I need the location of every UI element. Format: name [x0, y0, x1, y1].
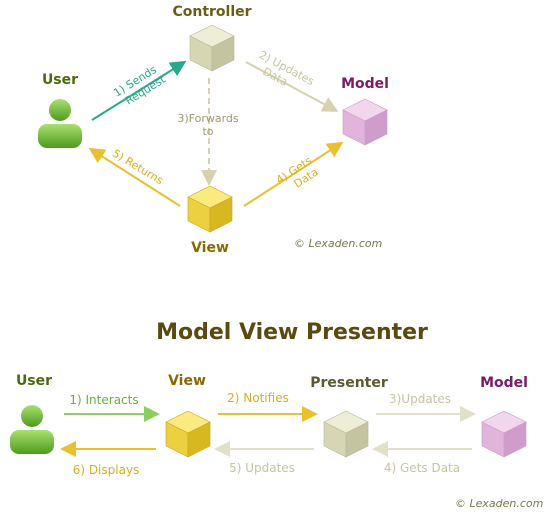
label-forwards-to-1: 3)Forwards [177, 112, 239, 125]
mvp-user-label: User [16, 373, 52, 389]
label-forwards-to-2: to [202, 125, 213, 138]
mvp-model-cube-icon [481, 410, 527, 458]
mvc-model-label: Model [341, 76, 389, 92]
mvp-view-label: View [168, 373, 206, 389]
mvc-view-cube-icon [187, 185, 233, 233]
mvc-model-cube-icon [342, 98, 388, 146]
label-displays: 6) Displays [73, 463, 140, 477]
controller-cube-icon [189, 24, 235, 72]
mvp-title: Model View Presenter [156, 320, 428, 345]
label-updates-model: 3)Updates [389, 392, 451, 406]
arrow-gets-data [243, 141, 344, 207]
mvc-copyright: © Lexaden.com [294, 237, 382, 250]
label-updates-view: 5) Updates [229, 461, 295, 475]
mvp-view-cube-icon [165, 410, 211, 458]
label-gets-data-mvp: 4) Gets Data [384, 461, 460, 475]
mvc-view-label: View [191, 240, 229, 256]
label-interacts: 1) Interacts [69, 393, 138, 407]
arrow-updates-data [245, 61, 339, 112]
mvp-model-label: Model [480, 375, 528, 391]
mvp-presenter-label: Presenter [310, 375, 388, 391]
label-notifies: 2) Notifies [227, 391, 289, 405]
arrow-sends-request [91, 60, 187, 121]
mvp-presenter-cube-icon [323, 410, 369, 458]
mvp-copyright: © Lexaden.com [455, 497, 543, 510]
mvp-user-icon [10, 405, 54, 454]
mvc-user-label: User [42, 72, 78, 88]
mvp-diagram: Model View Presenter User View Presenter… [10, 320, 543, 510]
arrow-returns [88, 147, 181, 207]
mvc-user-icon [38, 99, 82, 148]
mvc-controller-label: Controller [172, 4, 251, 20]
mvc-diagram: Controller User Model View [38, 4, 389, 256]
